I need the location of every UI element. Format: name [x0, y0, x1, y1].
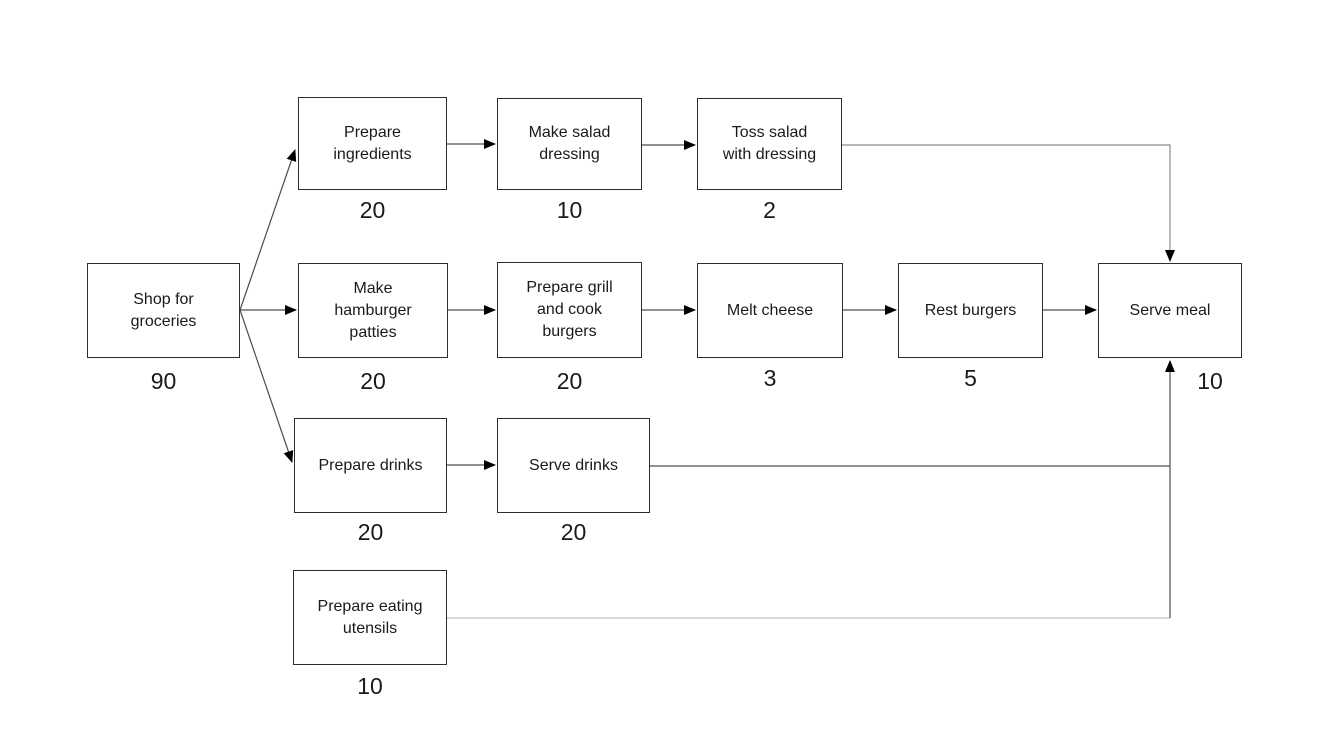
node-melt-cheese[interactable]: Melt cheese — [697, 263, 843, 358]
node-prepare-ingredients[interactable]: Prepare ingredients — [298, 97, 447, 190]
node-label: Serve drinks — [529, 456, 618, 474]
node-label: Prepare ingredients — [333, 123, 412, 163]
node-label: Make salad dressing — [528, 124, 611, 163]
node-shop-for-groceries[interactable]: Shop for groceries — [87, 263, 240, 358]
duration-make-hamburger-patties: 20 — [360, 368, 386, 394]
node-label: Toss salad with dressing — [722, 124, 817, 163]
node-prepare-grill-and-cook-burgers[interactable]: Prepare grill and cook burgers — [497, 262, 642, 358]
node-serve-meal[interactable]: Serve meal — [1098, 263, 1242, 358]
duration-toss-salad-with-dressing: 2 — [763, 197, 776, 223]
edge-shop-to-prepare-drinks — [239, 309, 294, 463]
duration-prepare-ingredients: 20 — [359, 197, 386, 223]
node-label: Make hamburger patties — [334, 279, 412, 341]
node-rest-burgers[interactable]: Rest burgers — [898, 263, 1043, 358]
node-label: Serve meal — [1129, 301, 1211, 319]
node-label: Prepare grill and cook burgers — [526, 279, 613, 340]
duration-prepare-drinks: 20 — [357, 519, 384, 545]
node-label: Rest burgers — [924, 301, 1017, 319]
duration-shop-for-groceries: 90 — [150, 368, 177, 394]
duration-rest-burgers: 5 — [964, 365, 977, 391]
node-label: Prepare drinks — [318, 456, 423, 474]
node-prepare-drinks[interactable]: Prepare drinks — [294, 418, 447, 513]
node-serve-drinks[interactable]: Serve drinks — [497, 418, 650, 513]
node-make-hamburger-patties[interactable]: Make hamburger patties — [298, 263, 448, 358]
node-toss-salad-with-dressing[interactable]: Toss salad with dressing — [697, 98, 842, 190]
edge-toss-salad-to-serve-meal — [842, 144, 1175, 262]
node-make-salad-dressing[interactable]: Make salad dressing — [497, 98, 642, 190]
node-prepare-eating-utensils[interactable]: Prepare eating utensils — [293, 570, 447, 665]
duration-serve-meal: 10 — [1197, 368, 1223, 394]
duration-melt-cheese: 3 — [763, 365, 777, 391]
node-label: Melt cheese — [726, 301, 814, 319]
node-label: Prepare eating utensils — [317, 597, 423, 637]
duration-prepare-eating-utensils: 10 — [357, 673, 383, 699]
duration-prepare-grill-and-cook-burgers: 20 — [556, 368, 583, 394]
duration-serve-drinks: 20 — [560, 519, 587, 545]
node-label: Shop for groceries — [130, 290, 197, 330]
edge-shop-to-prepare-ingredients — [239, 149, 297, 311]
duration-make-salad-dressing: 10 — [556, 197, 583, 223]
